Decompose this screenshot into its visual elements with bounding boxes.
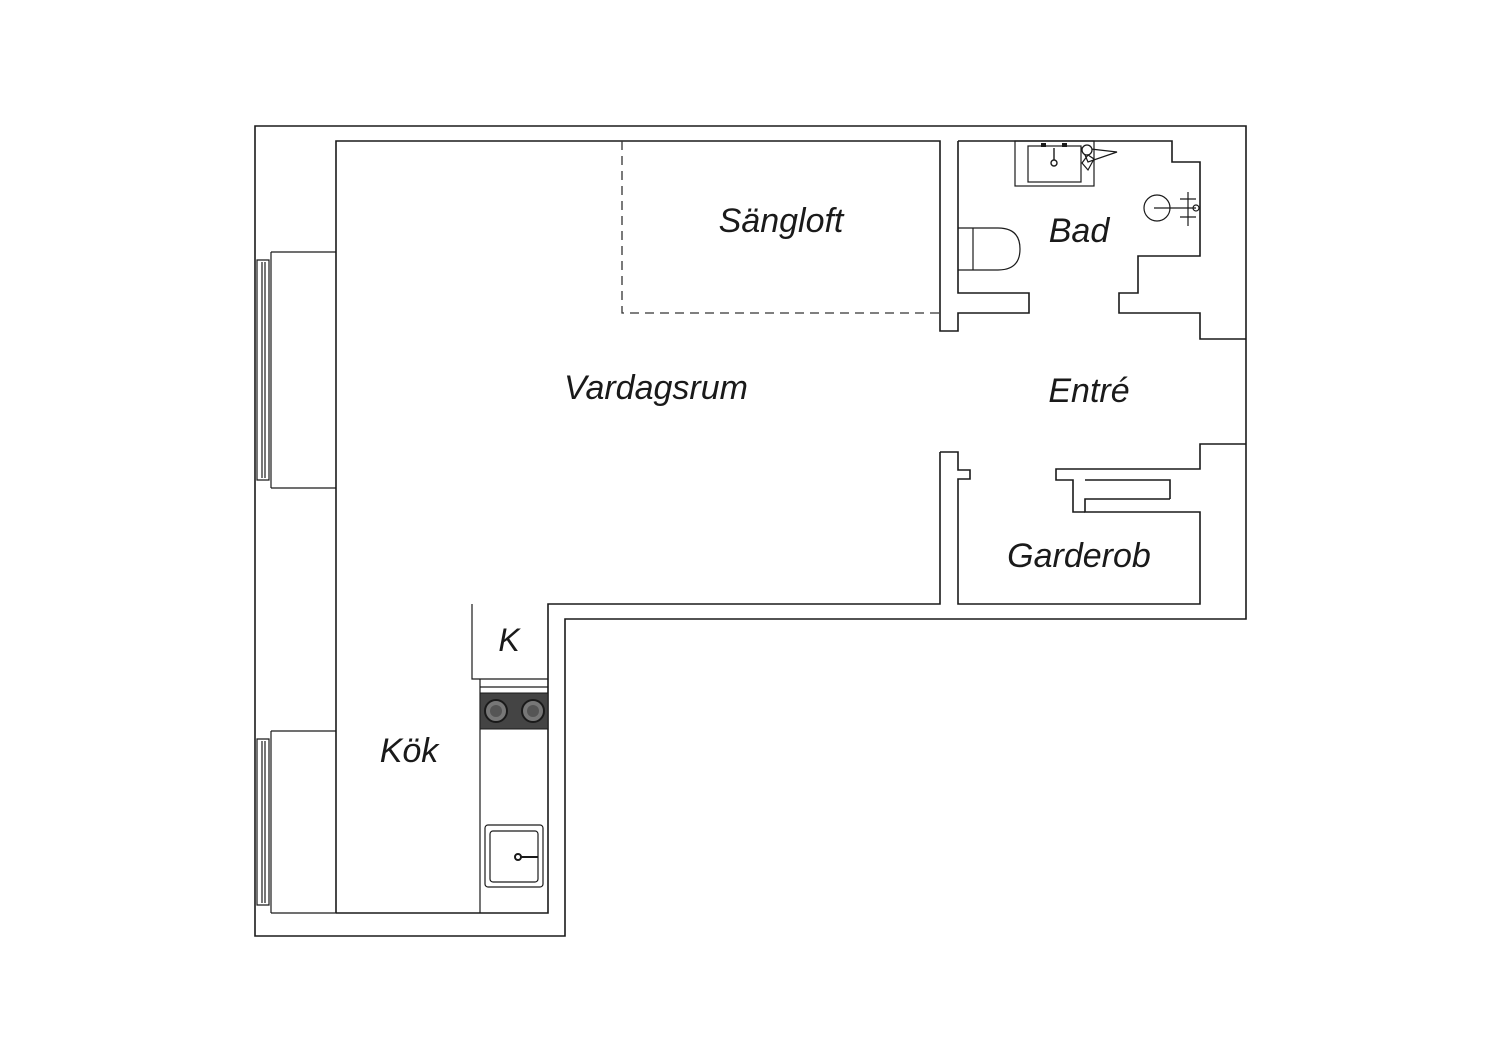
room-label-wardrobe: Garderob: [1007, 537, 1151, 575]
hob-icon: [479, 692, 549, 730]
room-label-kitchen: Kök: [380, 732, 441, 770]
wardrobe-shelf: [1055, 443, 1246, 513]
shower-icon: [1014, 140, 1118, 187]
room-label-cupboard: K: [498, 622, 521, 658]
room-label-bathroom: Bad: [1049, 212, 1111, 250]
interior-wall-living: [335, 140, 941, 914]
room-label-living-room: Vardagsrum: [564, 369, 748, 407]
wardrobe-wall: [940, 451, 1201, 605]
bed-loft-outline: [621, 141, 940, 314]
kitchen-sink-icon: [484, 824, 544, 888]
window-upper: [256, 251, 336, 489]
outer-wall: [254, 125, 1247, 937]
room-label-entrance: Entré: [1048, 372, 1129, 410]
bathroom-wall-left: [939, 141, 1030, 332]
washbasin-icon: [1143, 192, 1200, 226]
bathroom-wall: [958, 140, 1246, 340]
toilet-icon: [958, 227, 1021, 271]
window-lower: [256, 730, 336, 914]
room-label-bed-loft: Sängloft: [719, 202, 845, 240]
